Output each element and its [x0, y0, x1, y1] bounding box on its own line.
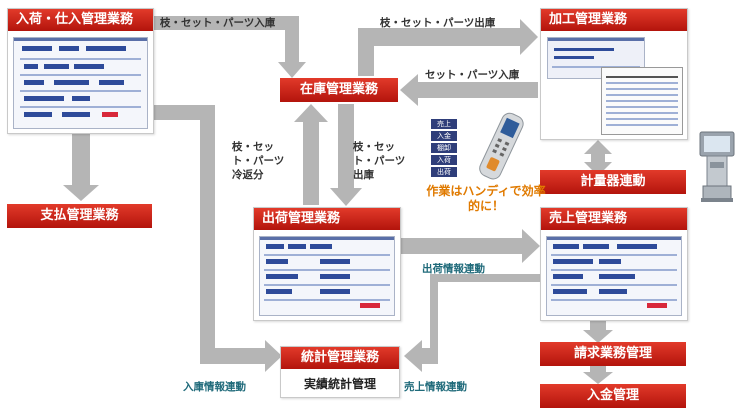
arrow-nyuka-to-shiharai: [63, 133, 99, 201]
label-nyuko-joho: 入庫情報連動: [183, 381, 246, 393]
arrow-kako-to-zaiko: [400, 74, 538, 106]
arrow-zaiko-to-kako: [358, 19, 538, 76]
label-shukka-joho: 出荷情報連動: [422, 263, 485, 275]
nyuka-header: 入荷・仕入管理業務: [8, 9, 153, 31]
label-set-nyuko: セット・パーツ入庫: [425, 69, 520, 81]
arrow-uriage-to-seikyu: [583, 320, 613, 343]
stamp-nyuka: 入荷: [430, 154, 458, 166]
tokei-box: 統計管理業務 実績統計管理: [280, 346, 400, 398]
label-reitou: 枝・セット・パーツ冷返分: [232, 141, 285, 181]
kako-box: 加工管理業務: [540, 8, 688, 140]
uriage-header: 売上管理業務: [541, 208, 687, 230]
arrow-kako-keiryoki: [584, 140, 612, 176]
shiharai-box: 支払管理業務: [7, 204, 152, 228]
kiosk-icon: [699, 131, 735, 202]
kako-screenshot-front: [601, 67, 683, 135]
label-shukko-mid: 枝・セット・パーツ出庫: [353, 141, 406, 181]
kako-header: 加工管理業務: [541, 9, 687, 31]
zaiko-box: 在庫管理業務: [280, 78, 398, 102]
handy-note: 作業はハンディで効率的に！: [426, 184, 546, 213]
shukka-screenshot: [259, 236, 395, 316]
shukka-box: 出荷管理業務: [253, 207, 401, 321]
stamp-nyukin: 入金: [430, 130, 458, 142]
arrow-zaiko-to-shukka: [330, 104, 362, 206]
label-nyuko-top: 枝・セット・パーツ入庫: [160, 17, 276, 29]
tokei-header: 統計管理業務: [281, 347, 399, 369]
handy-stamps: 売上 入金 棚卸 入荷 出荷: [430, 118, 460, 178]
uriage-screenshot: [546, 236, 682, 316]
nyuka-box: 入荷・仕入管理業務: [7, 8, 154, 134]
keiryoki-box: 計量器連動: [540, 170, 686, 194]
arrow-uriage-to-tokei: [404, 274, 540, 372]
stamp-uriage: 売上: [430, 118, 458, 130]
label-uriage-joho: 売上情報連動: [404, 381, 467, 393]
nyuka-screenshot: [13, 37, 148, 129]
stamp-shukka: 出荷: [430, 166, 458, 178]
jisseki-label: 実績統計管理: [303, 377, 376, 391]
kako-screenshot-back: [547, 37, 645, 79]
seikyu-box: 請求業務管理: [540, 342, 686, 366]
arrow-shukka-to-zaiko: [294, 104, 328, 205]
handy-terminal-icon: [479, 112, 524, 180]
arrow-nyuka-to-zaiko: [150, 16, 306, 78]
nyukin-box: 入金管理: [540, 384, 686, 408]
arrow-nyuka-to-tokei: [150, 105, 282, 372]
arrow-seikyu-to-nyukin: [583, 366, 613, 384]
arrow-shukka-to-uriage: [400, 229, 540, 263]
shukka-header: 出荷管理業務: [254, 208, 400, 230]
label-shukko-top: 枝・セット・パーツ出庫: [380, 17, 496, 29]
uriage-box: 売上管理業務: [540, 207, 688, 321]
stamp-tanaoroshi: 棚卸: [430, 142, 458, 154]
